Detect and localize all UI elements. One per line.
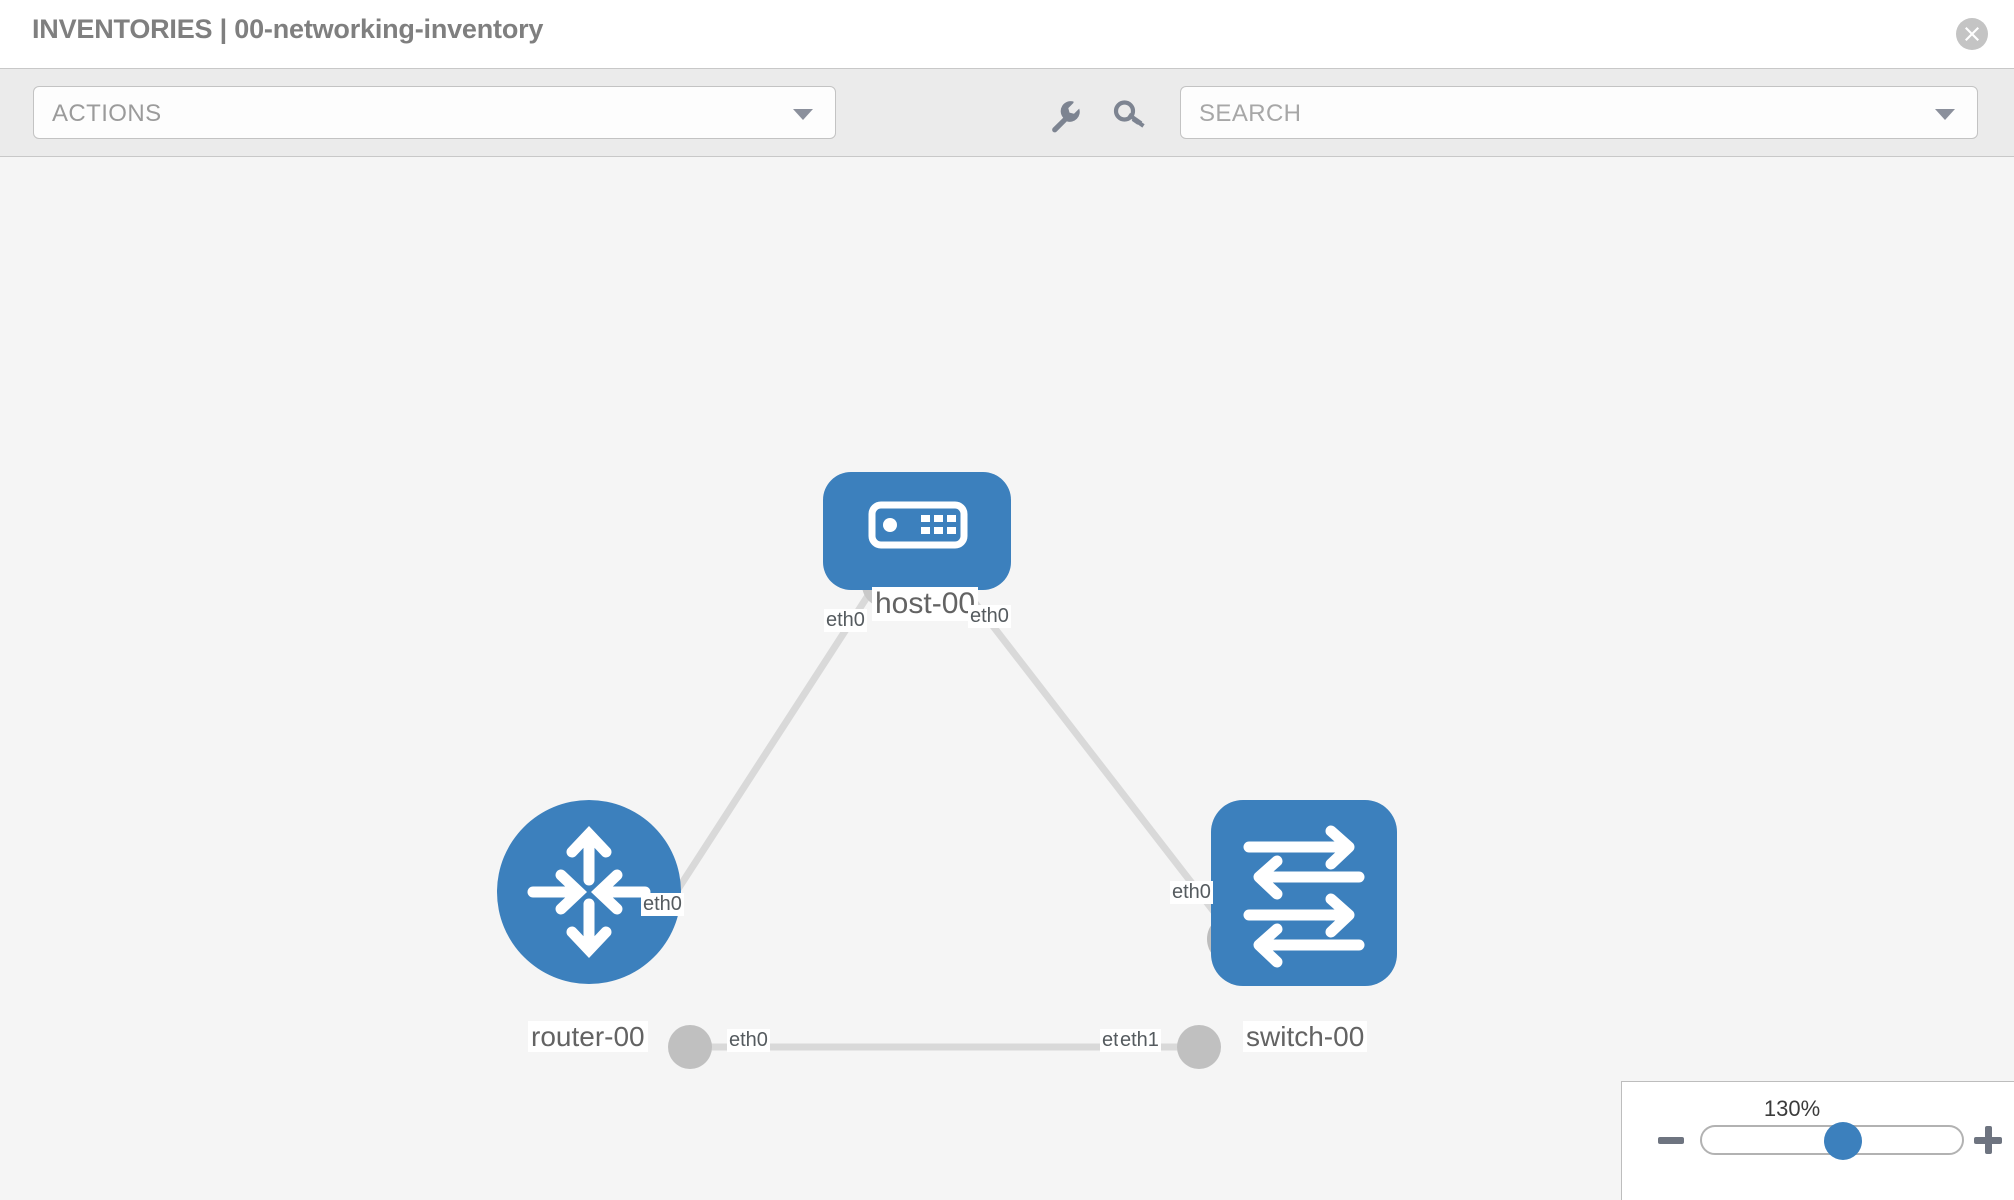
topology-canvas[interactable]: host-00 router-00 switch-00 eth0 eth0 et… bbox=[0, 157, 2014, 1200]
zoom-control-panel: 130% bbox=[1621, 1081, 2014, 1200]
edge-label-router-eth0: eth0 bbox=[727, 1029, 770, 1052]
topology-graph bbox=[497, 472, 1397, 1069]
edge-host-router[interactable] bbox=[657, 575, 883, 919]
node-label-host-00: host-00 bbox=[872, 587, 979, 621]
close-icon bbox=[1965, 27, 1979, 41]
toolbar: ACTIONS SEARCH bbox=[0, 68, 2014, 157]
chevron-down-icon[interactable] bbox=[1935, 109, 1955, 120]
actions-dropdown[interactable]: ACTIONS bbox=[33, 86, 836, 139]
wrench-icon[interactable] bbox=[1046, 97, 1082, 133]
search-placeholder: SEARCH bbox=[1199, 100, 1302, 127]
edge-label-host-right: eth0 bbox=[968, 605, 1011, 628]
page-title: INVENTORIES | 00-networking-inventory bbox=[32, 14, 544, 44]
edge-host-switch[interactable] bbox=[952, 574, 1235, 938]
zoom-out-button[interactable] bbox=[1658, 1137, 1684, 1144]
nub-router-right[interactable] bbox=[668, 1025, 712, 1069]
edge-label-switch-upper: eth0 bbox=[1170, 881, 1213, 904]
zoom-level-label: 130% bbox=[1763, 1096, 1821, 1121]
search-input[interactable]: SEARCH bbox=[1180, 86, 1978, 139]
edge-label-switch-eth1: eth1 bbox=[1118, 1029, 1161, 1052]
nub-switch-left[interactable] bbox=[1177, 1025, 1221, 1069]
node-router-00[interactable] bbox=[497, 800, 681, 984]
close-button[interactable] bbox=[1956, 18, 1988, 50]
zoom-slider-track[interactable] bbox=[1700, 1122, 1964, 1160]
key-icon[interactable] bbox=[1112, 97, 1148, 133]
node-host-00[interactable] bbox=[823, 472, 1011, 590]
edge-label-host-left: eth0 bbox=[824, 609, 867, 632]
actions-dropdown-label: ACTIONS bbox=[52, 100, 162, 127]
switch-arrows-icon bbox=[1243, 825, 1365, 968]
page-header: INVENTORIES | 00-networking-inventory bbox=[0, 0, 2014, 68]
node-switch-00[interactable] bbox=[1211, 800, 1397, 986]
edge-label-router-upper: eth0 bbox=[641, 893, 684, 916]
zoom-in-button[interactable] bbox=[1974, 1126, 2002, 1154]
zoom-slider-thumb[interactable] bbox=[1824, 1122, 1862, 1160]
node-label-switch-00: switch-00 bbox=[1243, 1021, 1368, 1053]
router-arrows-icon bbox=[527, 825, 651, 959]
node-label-router-00: router-00 bbox=[528, 1021, 648, 1053]
server-icon bbox=[868, 501, 968, 549]
chevron-down-icon bbox=[793, 109, 813, 120]
